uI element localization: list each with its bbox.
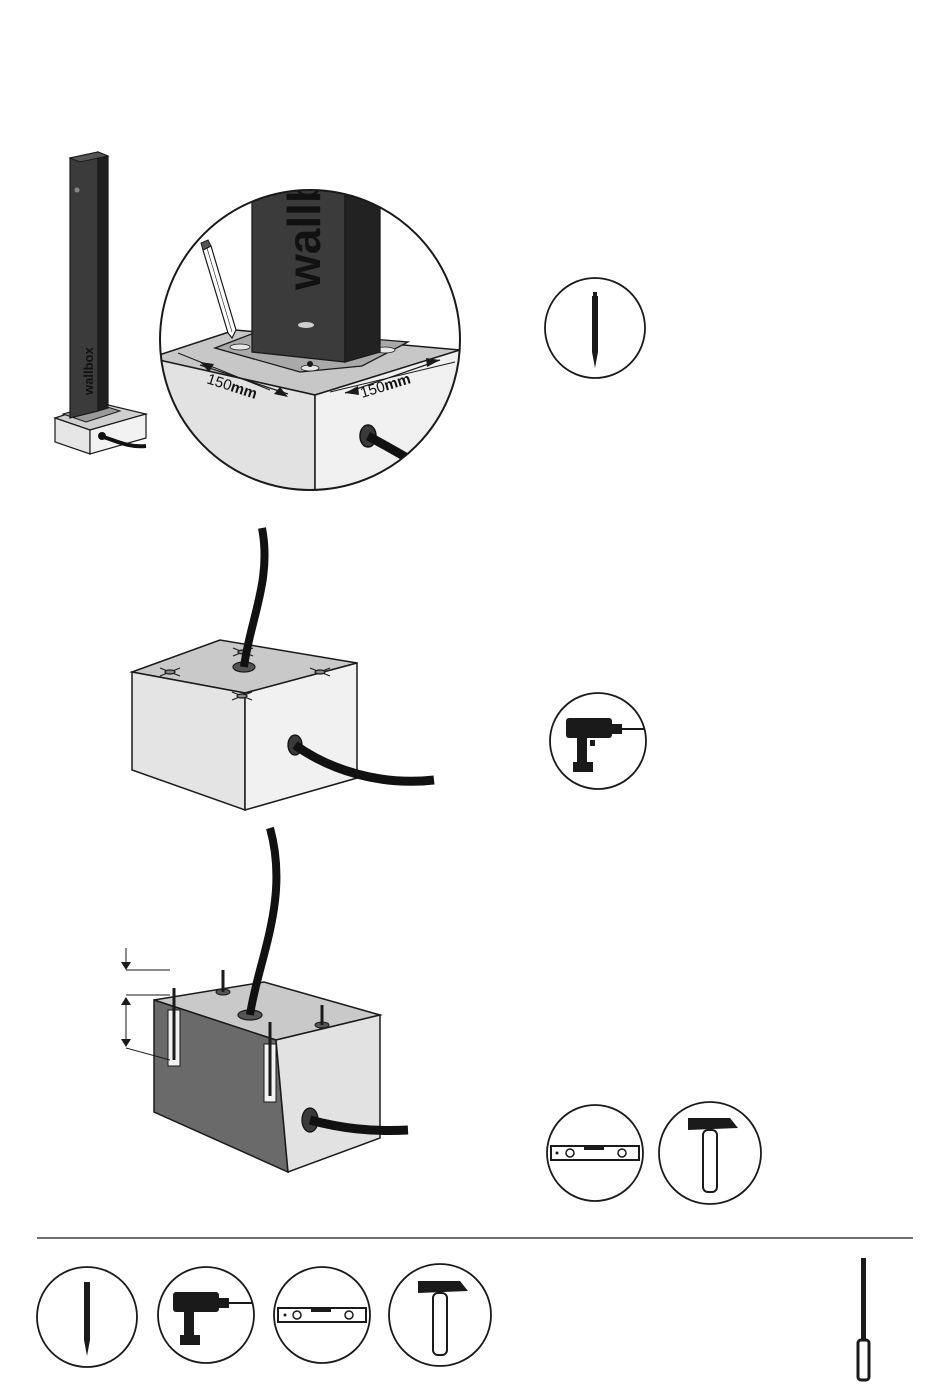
step1-zoom-detail: wallbox 150mm 150mm [150, 121, 470, 500]
step1-pencil-icon [545, 278, 645, 378]
footer-pencil-icon [37, 1267, 137, 1367]
step2-concrete-block [132, 528, 434, 810]
footer-anchor-bolt-icon [858, 1258, 869, 1380]
step3-anchored-block [121, 828, 408, 1172]
step1-post-overview: wallbox [55, 152, 146, 454]
footer-spirit-level-icon [274, 1267, 370, 1363]
footer-hammer-icon [389, 1264, 491, 1366]
step2-drill-icon [550, 693, 646, 789]
footer-drill-icon [158, 1267, 254, 1363]
step3-spirit-level-icon [547, 1105, 643, 1201]
zoom-brand-label: wallbox [278, 121, 330, 291]
step3-hammer-icon [659, 1102, 761, 1204]
anchor-bolt [216, 970, 230, 995]
post-brand-label: wallbox [81, 347, 96, 396]
